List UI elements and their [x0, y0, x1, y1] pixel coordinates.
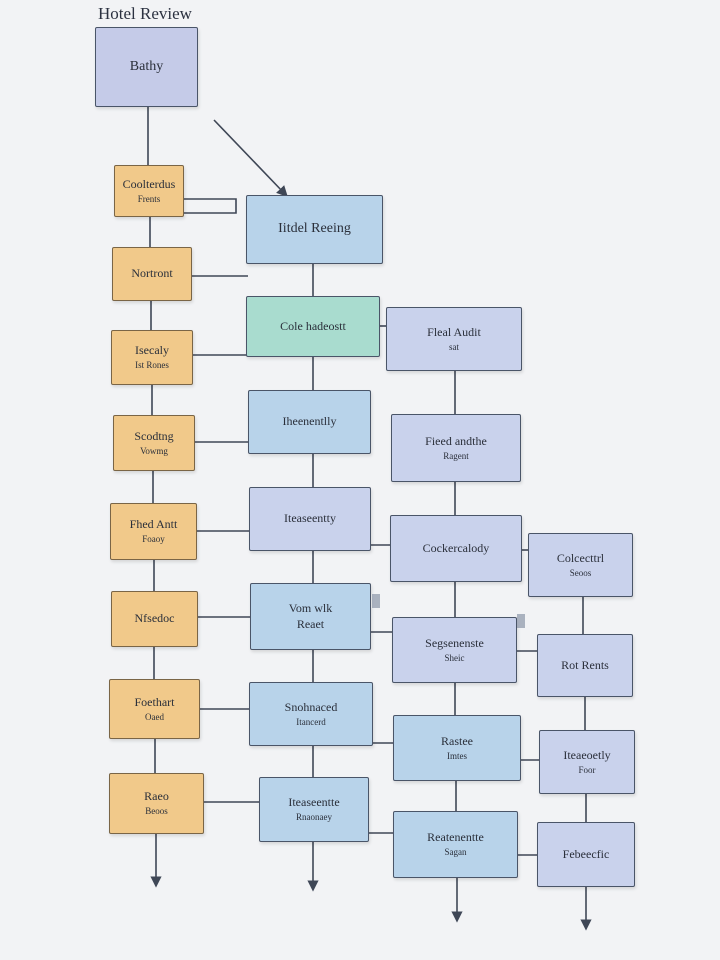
node-c-6[interactable]: Reatenentte Sagan	[393, 811, 518, 878]
node-blue-4[interactable]: Iteaseentty	[249, 487, 371, 551]
node-orange-3[interactable]: Isecaly Ist Rones	[111, 330, 193, 385]
node-label: Coolterdus	[122, 176, 176, 191]
node-root[interactable]: Bathy	[95, 27, 198, 107]
node-label: Foethart	[134, 694, 175, 709]
node-d-2[interactable]: Rot Rents	[537, 634, 633, 697]
node-label: Snohnaced	[284, 699, 338, 714]
node-sublabel: Rnaonaey	[296, 812, 332, 823]
node-d-1[interactable]: Colcecttrl Seoos	[528, 533, 633, 597]
node-sublabel: Oaed	[145, 711, 164, 722]
wire-o1-tab	[180, 198, 237, 214]
node-orange-6[interactable]: Nfsedoc	[111, 591, 198, 647]
node-label: Iteaseentte	[288, 795, 340, 810]
node-label: Rastee	[441, 733, 473, 748]
node-c-3[interactable]: Cockercalody	[390, 515, 522, 582]
node-label: Vom wlk	[288, 600, 333, 615]
node-label: Segsenenste	[425, 635, 484, 650]
node-label: Raeo	[144, 789, 169, 804]
node-sublabel: Ist Rones	[135, 360, 169, 371]
node-sublabel: Reaet	[296, 616, 325, 631]
wire-root-b1	[213, 119, 288, 198]
node-sublabel: Foaoy	[142, 534, 165, 545]
node-d-3[interactable]: Iteaeoetly Foor	[539, 730, 635, 794]
node-label: Iheenentlly	[282, 414, 337, 429]
node-orange-5[interactable]: Fhed Antt Foaoy	[110, 503, 197, 560]
node-label: Bathy	[129, 58, 164, 74]
node-sublabel: Sagan	[444, 847, 467, 858]
tab-marker	[372, 594, 380, 608]
node-orange-4[interactable]: Scodtng Vowmg	[113, 415, 195, 471]
node-blue-2[interactable]: Cole hadeostt	[246, 296, 380, 357]
node-sublabel: Foor	[578, 764, 596, 775]
node-c-5[interactable]: Rastee Imtes	[393, 715, 521, 781]
node-label: Iitdel Reeing	[278, 221, 351, 237]
node-sublabel: Ragent	[443, 450, 469, 461]
node-blue-1[interactable]: Iitdel Reeing	[246, 195, 383, 264]
tab-marker	[517, 614, 525, 628]
node-sublabel: sat	[449, 341, 459, 352]
node-orange-2[interactable]: Nortront	[112, 247, 192, 301]
node-blue-6[interactable]: Snohnaced Itancerd	[249, 682, 373, 746]
node-sublabel: Seoos	[569, 567, 592, 578]
node-label: Isecaly	[135, 343, 169, 358]
node-d-4[interactable]: Febeecfic	[537, 822, 635, 887]
node-sublabel: Imtes	[447, 750, 467, 761]
node-label: Fleal Audit	[427, 324, 481, 339]
node-label: Reatenentte	[427, 830, 484, 845]
node-label: Iteaeoetly	[563, 747, 611, 762]
node-label: Fhed Antt	[129, 517, 178, 532]
node-label: Fieed andthe	[425, 433, 487, 448]
node-label: Febeecfic	[562, 846, 610, 861]
node-blue-7[interactable]: Iteaseentte Rnaonaey	[259, 777, 369, 842]
diagram-title: Hotel Review	[98, 4, 192, 23]
node-sublabel: Beoos	[145, 806, 168, 817]
node-label: Nfsedoc	[134, 611, 175, 626]
node-blue-3[interactable]: Iheenentlly	[248, 390, 371, 454]
node-label: Nortront	[131, 266, 173, 281]
node-c-4[interactable]: Segsenenste Sheic	[392, 617, 517, 683]
node-sublabel: Sheic	[444, 652, 465, 663]
node-label: Scodtng	[134, 428, 174, 443]
node-c-1[interactable]: Fleal Audit sat	[386, 307, 522, 371]
node-sublabel: Frents	[137, 193, 161, 204]
node-c-2[interactable]: Fieed andthe Ragent	[391, 414, 521, 482]
node-label: Cole hadeostt	[280, 318, 346, 333]
node-blue-5[interactable]: Vom wlk Reaet	[250, 583, 371, 650]
node-label: Rot Rents	[561, 657, 609, 672]
node-orange-8[interactable]: Raeo Beoos	[109, 773, 204, 834]
node-label: Cockercalody	[422, 540, 490, 555]
node-orange-7[interactable]: Foethart Oaed	[109, 679, 200, 739]
node-label: Iteaseentty	[284, 511, 336, 526]
node-orange-1[interactable]: Coolterdus Frents	[114, 165, 184, 217]
node-sublabel: Vowmg	[140, 445, 168, 456]
node-sublabel: Itancerd	[296, 716, 326, 727]
node-label: Colcecttrl	[556, 550, 605, 565]
